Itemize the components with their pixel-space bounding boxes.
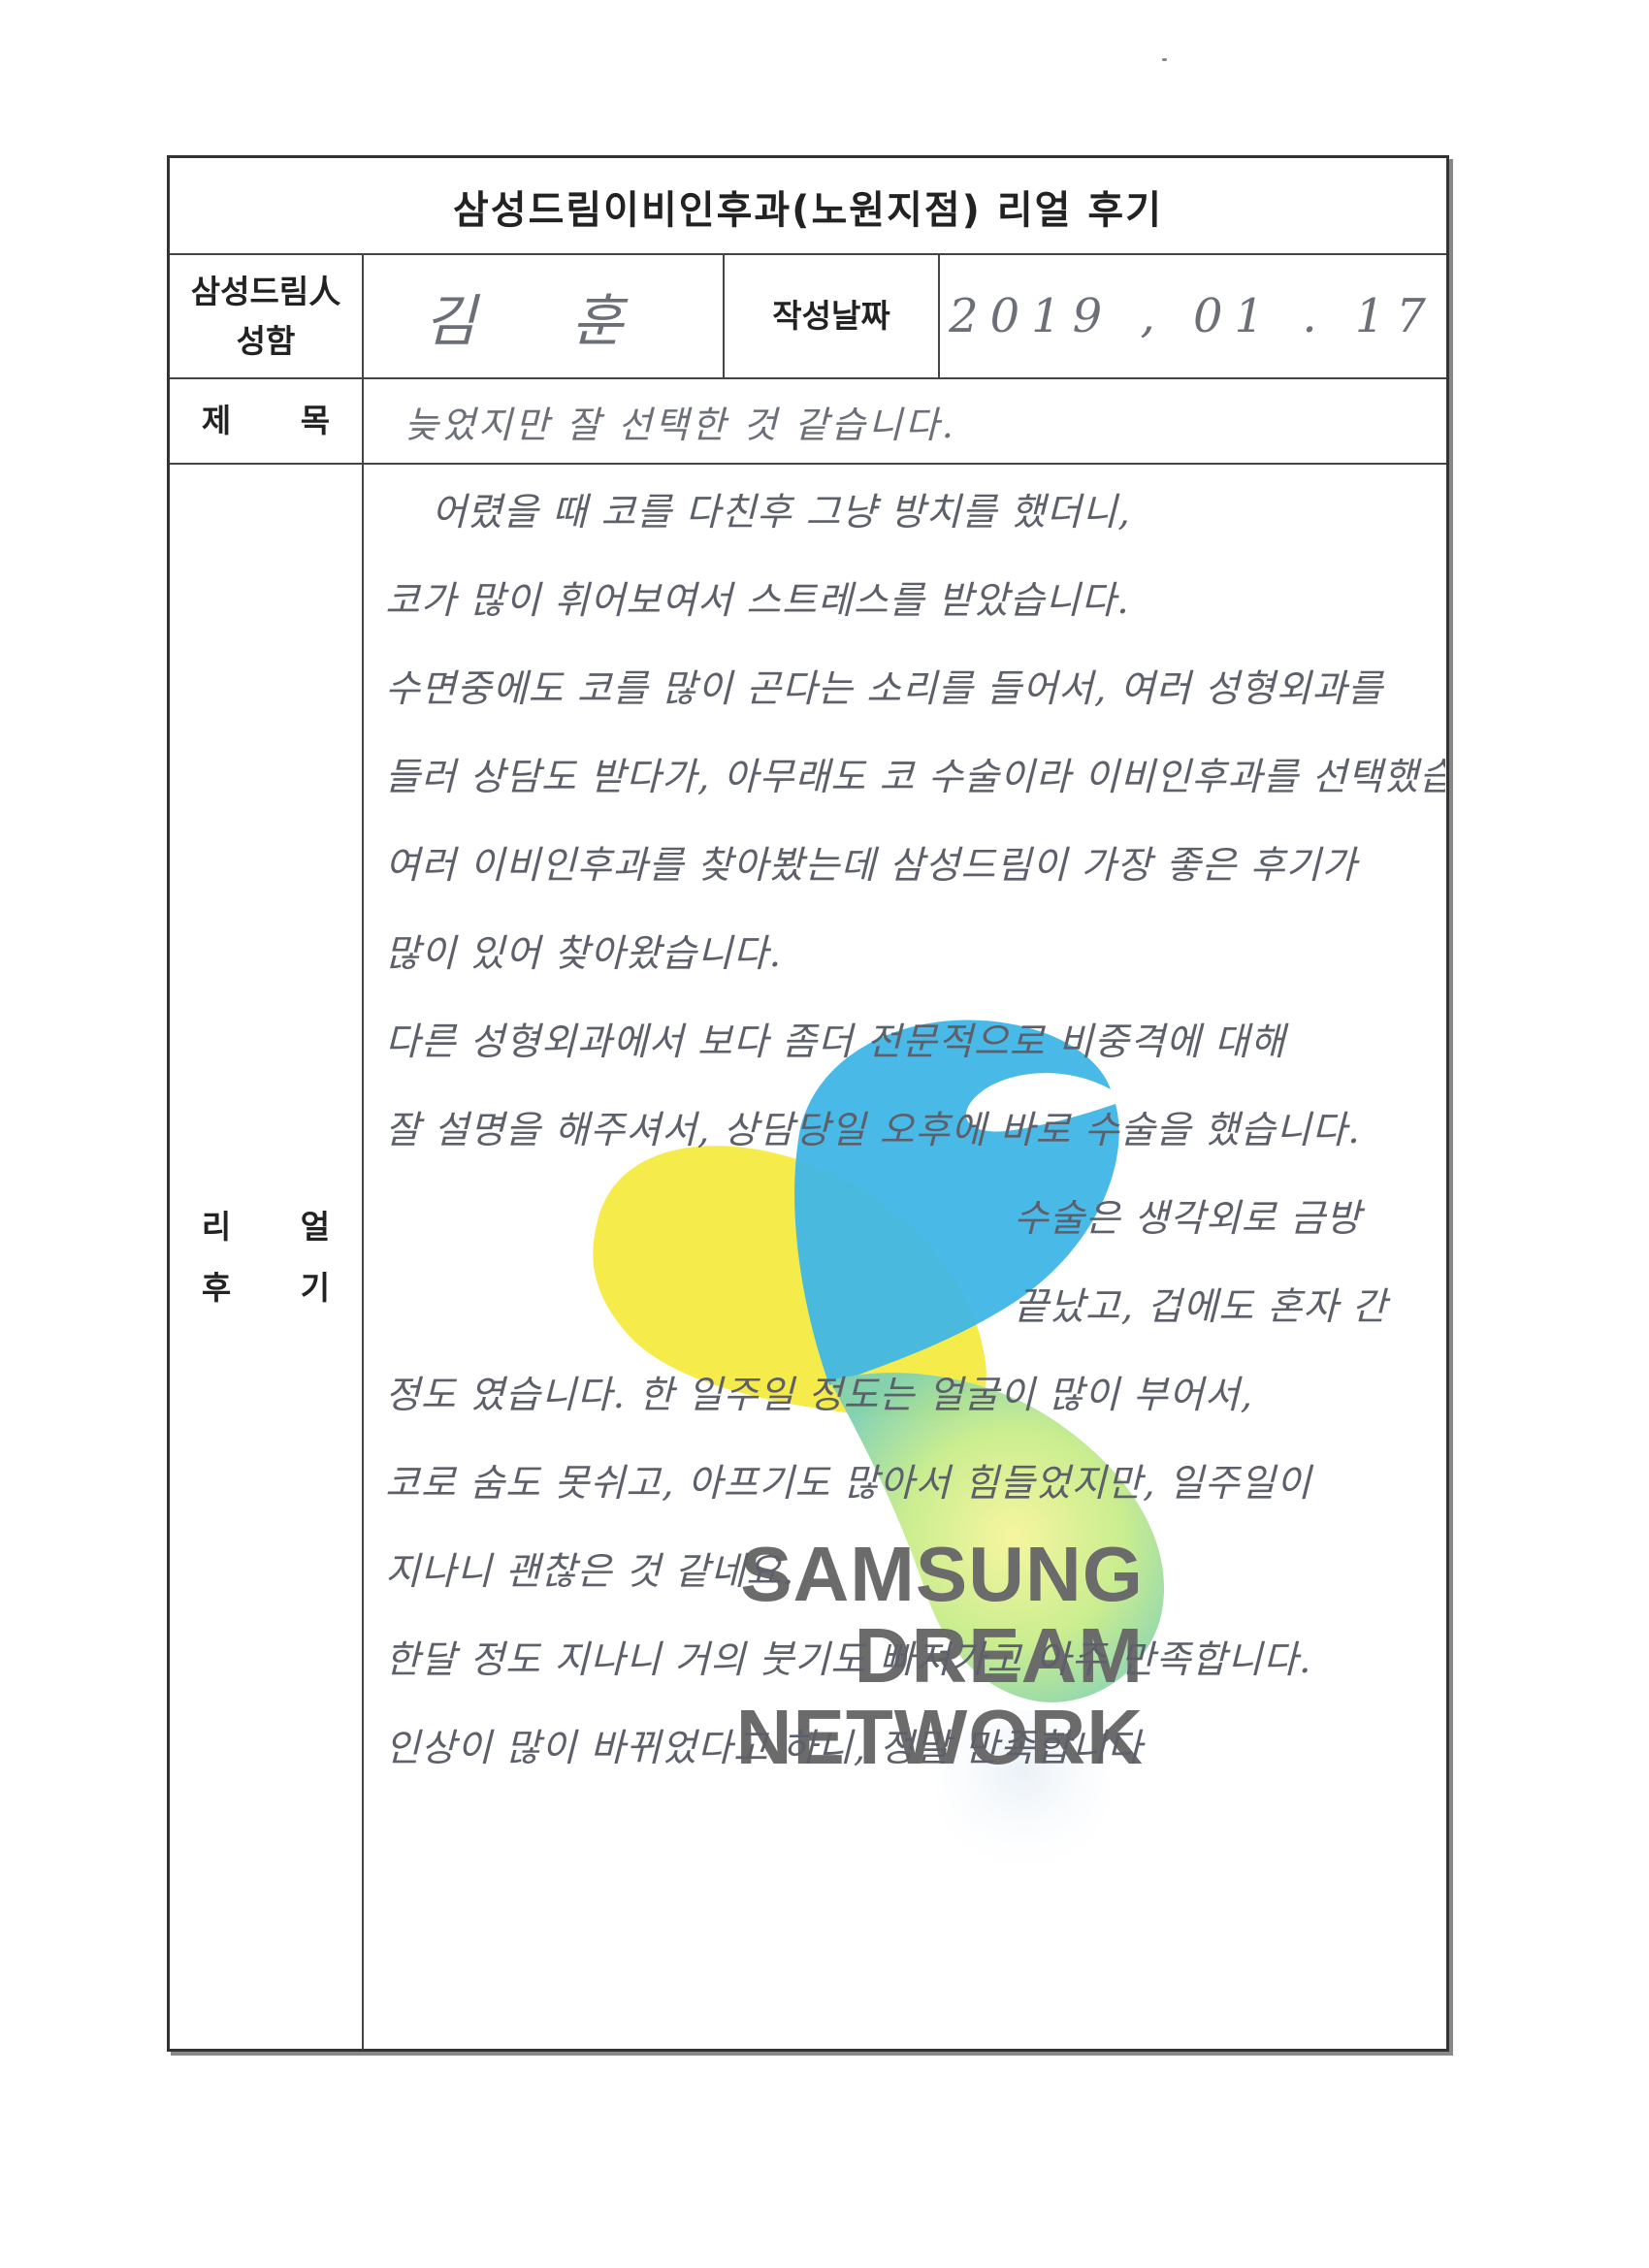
subject-row-divider <box>170 463 1446 465</box>
review-label-line1: 리 얼 <box>201 1208 360 1247</box>
subject-label: 제 목 <box>201 402 360 440</box>
review-line: 정도 였습니다. 한 일주일 정도는 얼굴이 많이 부어서, <box>385 1374 1254 1417</box>
review-line: 다른 성형외과에서 보다 좀더 전문적으로 비중격에 대해 <box>385 1021 1286 1064</box>
scan-speck <box>1162 58 1167 61</box>
name-label: 삼성드림人 성함 <box>170 255 362 377</box>
review-label-line2: 후 기 <box>201 1269 360 1307</box>
logo-line2: NETWORK <box>735 1694 1144 1780</box>
logo-line1: SAMSUNG DREAM <box>740 1531 1144 1699</box>
review-line: 수술은 생각외로 금방 <box>1014 1197 1362 1241</box>
name-label-line1: 삼성드림人 <box>190 272 341 310</box>
review-form: 삼성드림이비인후과(노원지점) 리얼 후기 삼성드림人 성함 김 훈 작성날짜 … <box>167 155 1449 2052</box>
review-line: 많이 있어 찾아왔습니다. <box>385 932 782 976</box>
review-line: 코로 숨도 못쉬고, 아프기도 많아서 힘들었지만, 일주일이 <box>385 1462 1312 1506</box>
samsung-dream-network-logo <box>593 1020 1165 1865</box>
name-row-divider <box>170 377 1446 379</box>
name-date-divider <box>723 253 725 377</box>
review-body: 어렸을 때 코를 다친후 그냥 방치를 했더니, 코가 많이 휘어보여서 스트레… <box>373 469 1445 2050</box>
name-label-line2: 성함 <box>236 322 296 360</box>
date-label: 작성날짜 <box>772 297 890 336</box>
date-label-divider <box>938 253 940 377</box>
review-line: 여러 이비인후과를 찾아봤는데 삼성드림이 가장 좋은 후기가 <box>385 844 1358 888</box>
review-line: 코가 많이 휘어보여서 스트레스를 받았습니다. <box>385 579 1130 623</box>
label-column-divider <box>362 253 364 2050</box>
review-line: 잘 설명을 해주셔서, 상담당일 오후에 바로 수술을 했습니다. <box>385 1109 1361 1152</box>
logo-wordmark: SAMSUNG DREAM NETWORK <box>571 1534 1144 1778</box>
review-line: 한달 정도 지나니 거의 붓기도 빠져가고 아주 만족합니다. <box>385 1638 1312 1682</box>
name-value: 김 훈 <box>424 288 663 354</box>
review-line: 들러 상담도 받다가, 아무래도 코 수술이라 이비인후과를 선택했습니다 <box>385 756 1445 799</box>
review-line: 어렸을 때 코를 다친후 그냥 방치를 했더니, <box>432 491 1131 535</box>
title-divider <box>170 253 1446 255</box>
review-line: 수면중에도 코를 많이 곤다는 소리를 들어서, 여러 성형외과를 <box>385 667 1384 711</box>
glow-shape <box>936 1710 1111 1865</box>
review-line: 인상이 많이 바뀌었다고 하니, 정말 만족합니다 <box>385 1727 1144 1770</box>
subject-value: 늦었지만 잘 선택한 것 같습니다. <box>404 403 956 446</box>
review-line: 끝났고, 겁에도 혼자 간 <box>1014 1285 1388 1329</box>
form-title: 삼성드림이비인후과(노원지점) 리얼 후기 <box>452 188 1163 233</box>
review-line: 지나니 괜찮은 것 같네요. <box>385 1550 795 1594</box>
green-leaf-shape <box>829 1373 1165 1702</box>
review-label: 리 얼 후 기 <box>170 465 362 2052</box>
date-value: 2019 , 01 . 17 <box>949 289 1438 343</box>
blue-leaf-shape <box>794 1020 1119 1385</box>
